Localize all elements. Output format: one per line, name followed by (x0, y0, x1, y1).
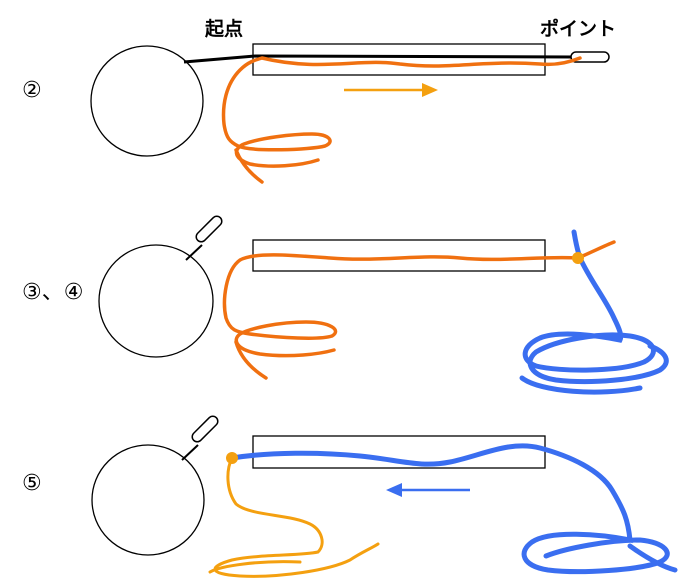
blue-thread (519, 229, 669, 395)
tube-rect (252, 43, 546, 76)
spool-circle-icon (90, 45, 204, 157)
point-label: ポイント (540, 18, 617, 40)
orange-thread-tail (234, 148, 264, 184)
orange-thread-tail (234, 340, 268, 380)
tube-rect (252, 435, 546, 469)
needle-shaft (185, 244, 203, 261)
needle-icon (195, 215, 223, 243)
direction-arrow-icon (344, 83, 438, 97)
row-step-3-4 (98, 215, 669, 395)
start-label: 起点 (205, 18, 244, 40)
blue-thread (229, 443, 678, 575)
yellow-thread (208, 456, 380, 578)
orange-thread (221, 56, 582, 168)
spool-circle-icon (91, 444, 205, 556)
step-3-4-label: ③、④ (22, 280, 84, 305)
needle-icon (191, 415, 219, 443)
orange-thread (222, 253, 580, 358)
guide-wire (183, 54, 576, 64)
spool-circle-icon (98, 244, 214, 358)
direction-arrow-icon (386, 483, 470, 497)
step-5-label: ⑤ (22, 471, 42, 496)
knot-icon (226, 452, 238, 464)
row-step-5 (91, 415, 678, 578)
needle-shaft (181, 444, 199, 461)
row-step-2 (90, 43, 610, 184)
knot-icon (572, 252, 584, 264)
step-2-label: ② (22, 78, 42, 103)
